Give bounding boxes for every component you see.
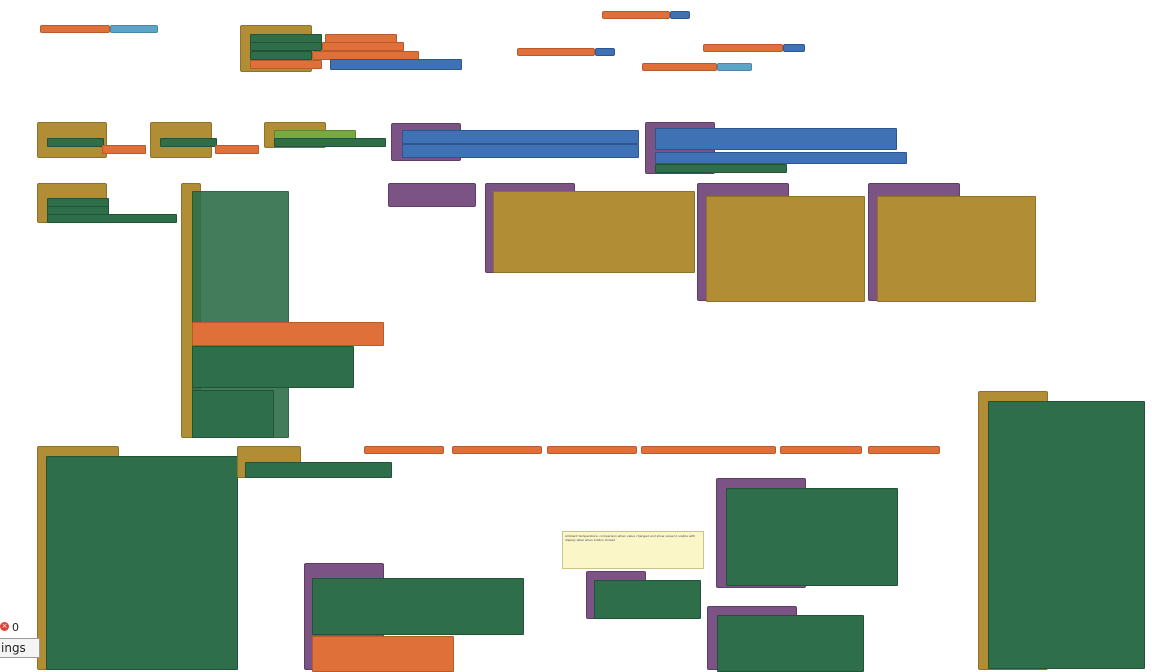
block-comment[interactable]: Ambient temperature; comparison when val… <box>562 531 704 569</box>
warning-count: 0 <box>12 621 19 634</box>
init-global-block[interactable] <box>364 446 444 454</box>
global-row[interactable] <box>322 42 404 51</box>
number-block[interactable] <box>595 48 615 56</box>
number-block[interactable] <box>783 44 805 52</box>
init-global-block[interactable] <box>452 446 542 454</box>
setter-row[interactable] <box>655 164 787 173</box>
control-row[interactable] <box>877 196 1036 302</box>
math-row[interactable] <box>655 128 897 150</box>
global-row[interactable] <box>102 145 146 154</box>
warning-icon[interactable]: × <box>0 622 9 631</box>
init-global-block[interactable] <box>780 446 862 454</box>
number-block[interactable] <box>670 11 690 19</box>
setter-row[interactable] <box>46 456 238 670</box>
setter-row[interactable] <box>726 488 898 586</box>
math-row[interactable] <box>402 144 639 158</box>
global-row[interactable] <box>192 322 384 346</box>
setter-row[interactable] <box>988 401 1145 669</box>
setter-row[interactable] <box>192 346 354 388</box>
init-global-block[interactable] <box>868 446 940 454</box>
setter-row[interactable] <box>250 42 322 51</box>
create-empty-list-block[interactable] <box>110 25 158 33</box>
create-empty-list-block[interactable] <box>717 63 752 71</box>
setter-row[interactable] <box>312 578 524 635</box>
setter-row[interactable] <box>594 580 701 619</box>
procedure-block[interactable] <box>388 183 476 207</box>
setter-row[interactable] <box>274 138 386 147</box>
init-global-block[interactable] <box>641 446 776 454</box>
init-global-block[interactable] <box>703 44 783 52</box>
setter-row[interactable] <box>245 462 392 478</box>
init-global-block[interactable] <box>602 11 670 19</box>
init-global-block[interactable] <box>642 63 717 71</box>
global-row[interactable] <box>250 60 322 69</box>
global-row[interactable] <box>312 636 454 672</box>
control-row[interactable] <box>706 196 865 302</box>
show-warnings-button[interactable]: ings <box>0 638 40 658</box>
math-row[interactable] <box>330 59 462 70</box>
setter-row[interactable] <box>250 51 312 60</box>
init-global-block[interactable] <box>547 446 637 454</box>
setter-row[interactable] <box>47 138 104 147</box>
setter-row[interactable] <box>160 138 217 147</box>
setter-row[interactable] <box>47 214 177 223</box>
control-row[interactable] <box>493 191 695 273</box>
global-row[interactable] <box>215 145 259 154</box>
setter-row[interactable] <box>717 615 864 672</box>
init-global-block[interactable] <box>517 48 595 56</box>
math-row[interactable] <box>402 130 639 144</box>
init-global-block[interactable] <box>40 25 110 33</box>
setter-row[interactable] <box>192 390 274 438</box>
math-row[interactable] <box>655 152 907 164</box>
